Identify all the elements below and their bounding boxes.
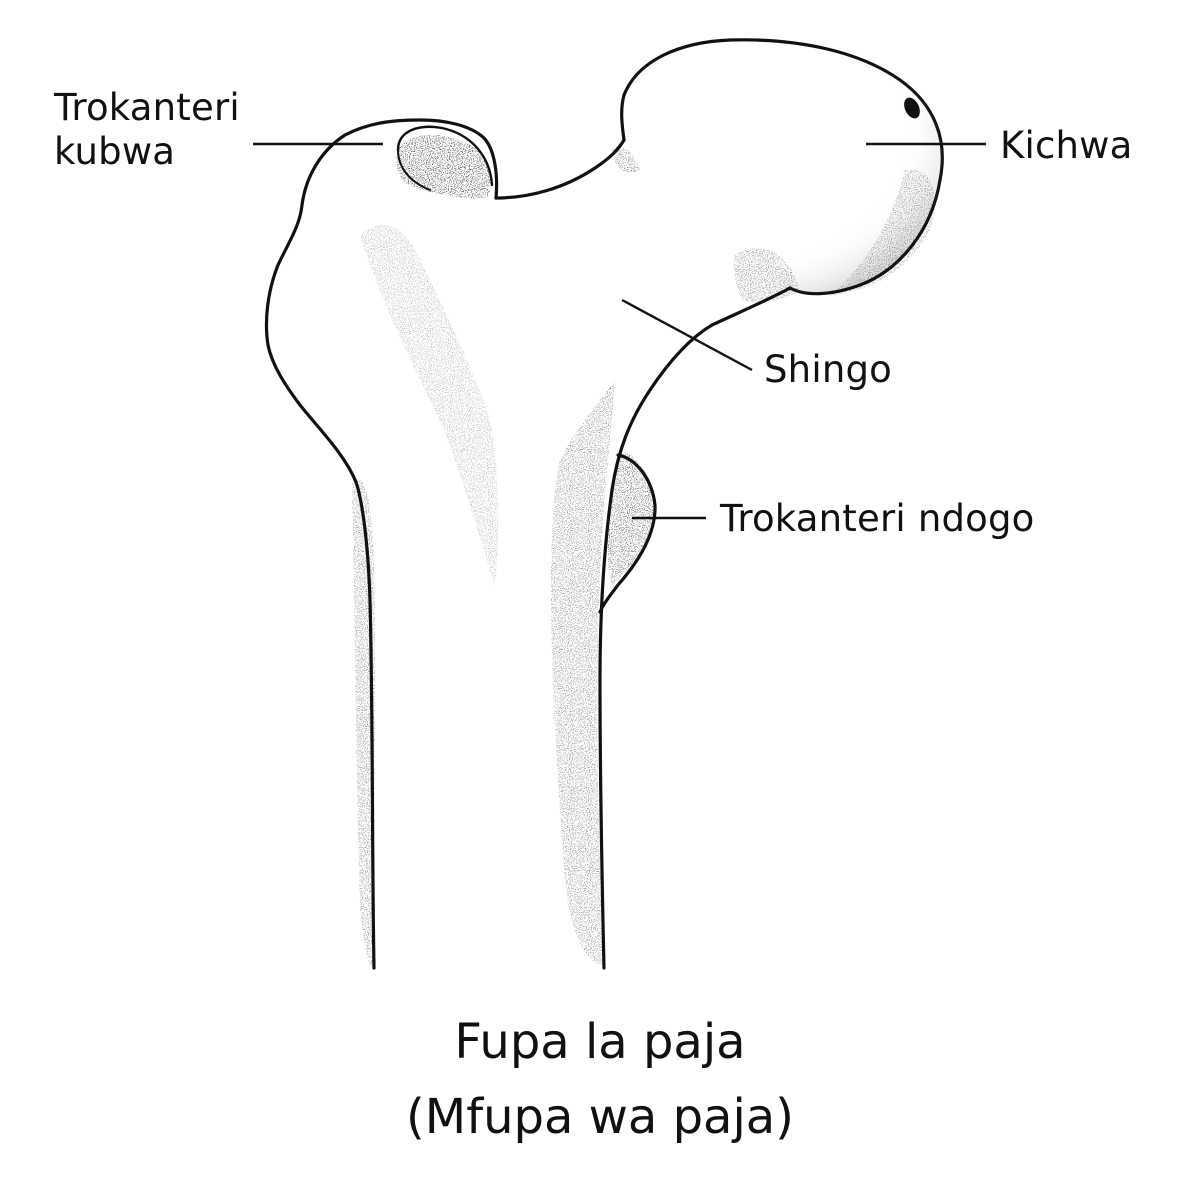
label-neck: Shingo bbox=[764, 348, 892, 391]
label-greater-trochanter-line2: kubwa bbox=[54, 130, 176, 173]
leader-lines bbox=[253, 142, 986, 520]
label-lesser-trochanter: Trokanteri ndogo bbox=[720, 497, 1035, 540]
femoral-head-shading bbox=[621, 39, 943, 294]
caption-subtitle: (Mfupa wa paja) bbox=[406, 1089, 794, 1145]
label-head: Kichwa bbox=[1000, 124, 1133, 167]
caption-title: Fupa la paja bbox=[454, 1014, 746, 1070]
fovea-mark bbox=[904, 97, 920, 119]
leader-neck bbox=[621, 298, 753, 372]
label-greater-trochanter: Trokanteri kubwa bbox=[54, 86, 240, 174]
label-greater-trochanter-line1: Trokanteri bbox=[54, 86, 240, 129]
